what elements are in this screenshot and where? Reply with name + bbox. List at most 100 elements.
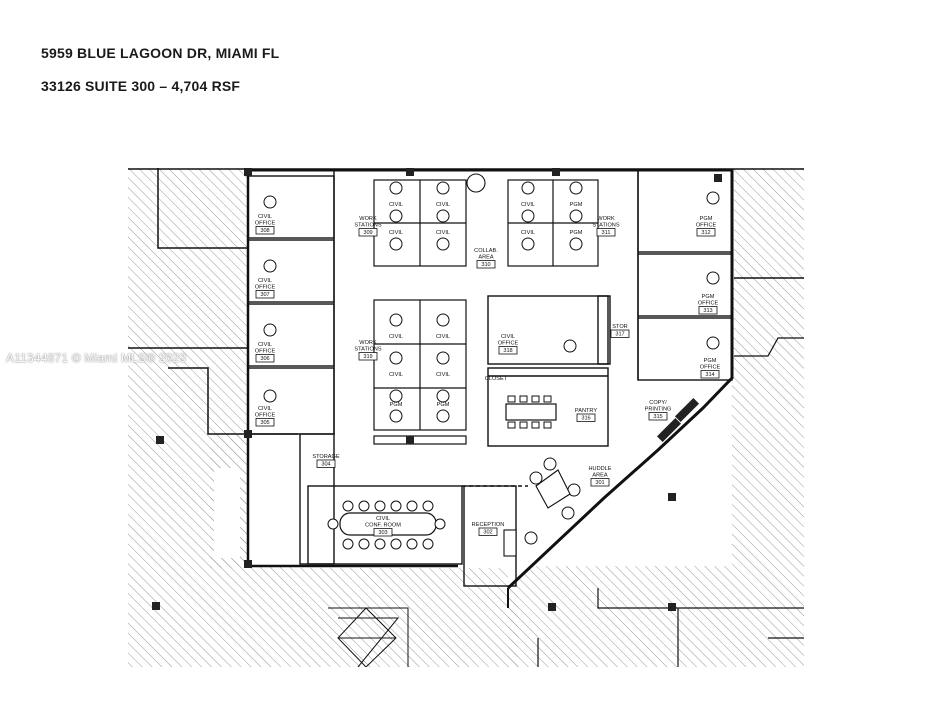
room-number-box bbox=[255, 354, 275, 363]
room-number-box bbox=[700, 370, 720, 379]
room-number-text: 316 bbox=[581, 416, 590, 422]
room-name-text: CIVIL bbox=[501, 334, 515, 340]
desk-label: PGM bbox=[437, 402, 450, 408]
pantry-table bbox=[505, 395, 557, 429]
room-name-text: COLLAB. bbox=[474, 248, 498, 254]
room-number-box bbox=[698, 306, 718, 315]
desk-label: CIVIL bbox=[436, 334, 450, 340]
desk-label: CIVIL bbox=[436, 372, 450, 378]
room-number-box bbox=[576, 413, 596, 422]
chairs bbox=[263, 181, 720, 545]
desk-label: CIVIL bbox=[389, 334, 403, 340]
room-number-text: 312 bbox=[701, 230, 710, 236]
room-name-text: RECEPTION bbox=[472, 522, 505, 528]
room-name-text: CIVIL bbox=[376, 516, 390, 522]
room-name-text: OFFICE bbox=[696, 223, 717, 229]
room-number-text: 319 bbox=[363, 354, 372, 360]
room-number-box bbox=[255, 418, 275, 427]
room-number-box bbox=[610, 329, 630, 338]
huddle-furniture bbox=[466, 173, 571, 557]
room-number-box bbox=[373, 528, 393, 537]
desk-label: CLOSET bbox=[485, 376, 508, 382]
room-name-text: COPY/ bbox=[649, 400, 667, 406]
copier bbox=[656, 397, 700, 443]
civil-offices-left bbox=[247, 170, 335, 435]
desk-label: CIVIL bbox=[521, 230, 535, 236]
room-number-text: 314 bbox=[705, 372, 714, 378]
room-number-box bbox=[478, 527, 498, 536]
room-name-text: WORK bbox=[597, 216, 615, 222]
room-number-box bbox=[696, 228, 716, 237]
room-number-box bbox=[358, 228, 378, 237]
room-name-text: AREA bbox=[478, 255, 494, 261]
stair-core bbox=[337, 607, 397, 667]
room-name-text: PGM bbox=[704, 358, 717, 364]
room-name-text: PRINTING bbox=[645, 407, 672, 413]
room-number-text: 315 bbox=[653, 414, 662, 420]
watermark: A11344871 © Miami MLS® 2023 bbox=[6, 351, 187, 365]
conference-table bbox=[327, 500, 446, 550]
room-name-text: OFFICE bbox=[255, 413, 276, 419]
room-number-box bbox=[590, 478, 610, 487]
room-name-text: CIVIL bbox=[258, 278, 272, 284]
room-number-box bbox=[476, 260, 496, 269]
room-name-text: OFFICE bbox=[255, 349, 276, 355]
room-number-box bbox=[596, 228, 616, 237]
room-name-text: OFFICE bbox=[255, 285, 276, 291]
desk-label: CIVIL bbox=[389, 202, 403, 208]
room-name-text: CIVIL bbox=[258, 342, 272, 348]
room-number-box bbox=[255, 290, 275, 299]
property-address: 5959 BLUE LAGOON DR, MIAMI FL bbox=[41, 45, 280, 61]
lower-rooms bbox=[299, 433, 528, 587]
desk-label: PGM bbox=[570, 230, 583, 236]
desk-label: CIVIL bbox=[521, 202, 535, 208]
room-name-text: AREA bbox=[592, 473, 608, 479]
room-name-text: STATIONS bbox=[354, 347, 381, 353]
desk-label: PGM bbox=[390, 402, 403, 408]
room-name-text: STATIONS bbox=[354, 223, 381, 229]
suite-info: 33126 SUITE 300 – 4,704 RSF bbox=[41, 78, 241, 94]
desk-label: CIVIL bbox=[436, 230, 450, 236]
room-name-text: PGM bbox=[702, 294, 715, 300]
room-number-text: 318 bbox=[503, 348, 512, 354]
room-number-text: 313 bbox=[703, 308, 712, 314]
room-number-text: 301 bbox=[595, 480, 604, 486]
room-label-302: RECEPTION 302 bbox=[472, 522, 505, 536]
room-name-text: WORK bbox=[359, 216, 377, 222]
room-number-text: 302 bbox=[483, 530, 492, 536]
room-number-text: 311 bbox=[602, 230, 611, 236]
desk-label: CIVIL bbox=[389, 230, 403, 236]
room-number-box bbox=[648, 412, 668, 421]
room-labels: CIVILOFFICE308CIVILOFFICE307CIVILOFFICE3… bbox=[255, 202, 721, 537]
room-number-box bbox=[358, 352, 378, 361]
room-name-text: CIVIL bbox=[258, 214, 272, 220]
room-name-text: WORK bbox=[359, 340, 377, 346]
room-name-text: STATIONS bbox=[592, 223, 619, 229]
room-number-box bbox=[498, 346, 518, 355]
room-name-text: OFFICE bbox=[255, 221, 276, 227]
center-block bbox=[487, 295, 611, 447]
room-number-text: 306 bbox=[260, 356, 269, 362]
desk-label: CIVIL bbox=[436, 202, 450, 208]
room-number-text: 310 bbox=[481, 262, 490, 268]
room-name-text: PGM bbox=[700, 216, 713, 222]
room-number-text: 317 bbox=[615, 332, 624, 338]
room-number-text: 303 bbox=[378, 530, 387, 536]
room-name-text: OFFICE bbox=[700, 365, 721, 371]
